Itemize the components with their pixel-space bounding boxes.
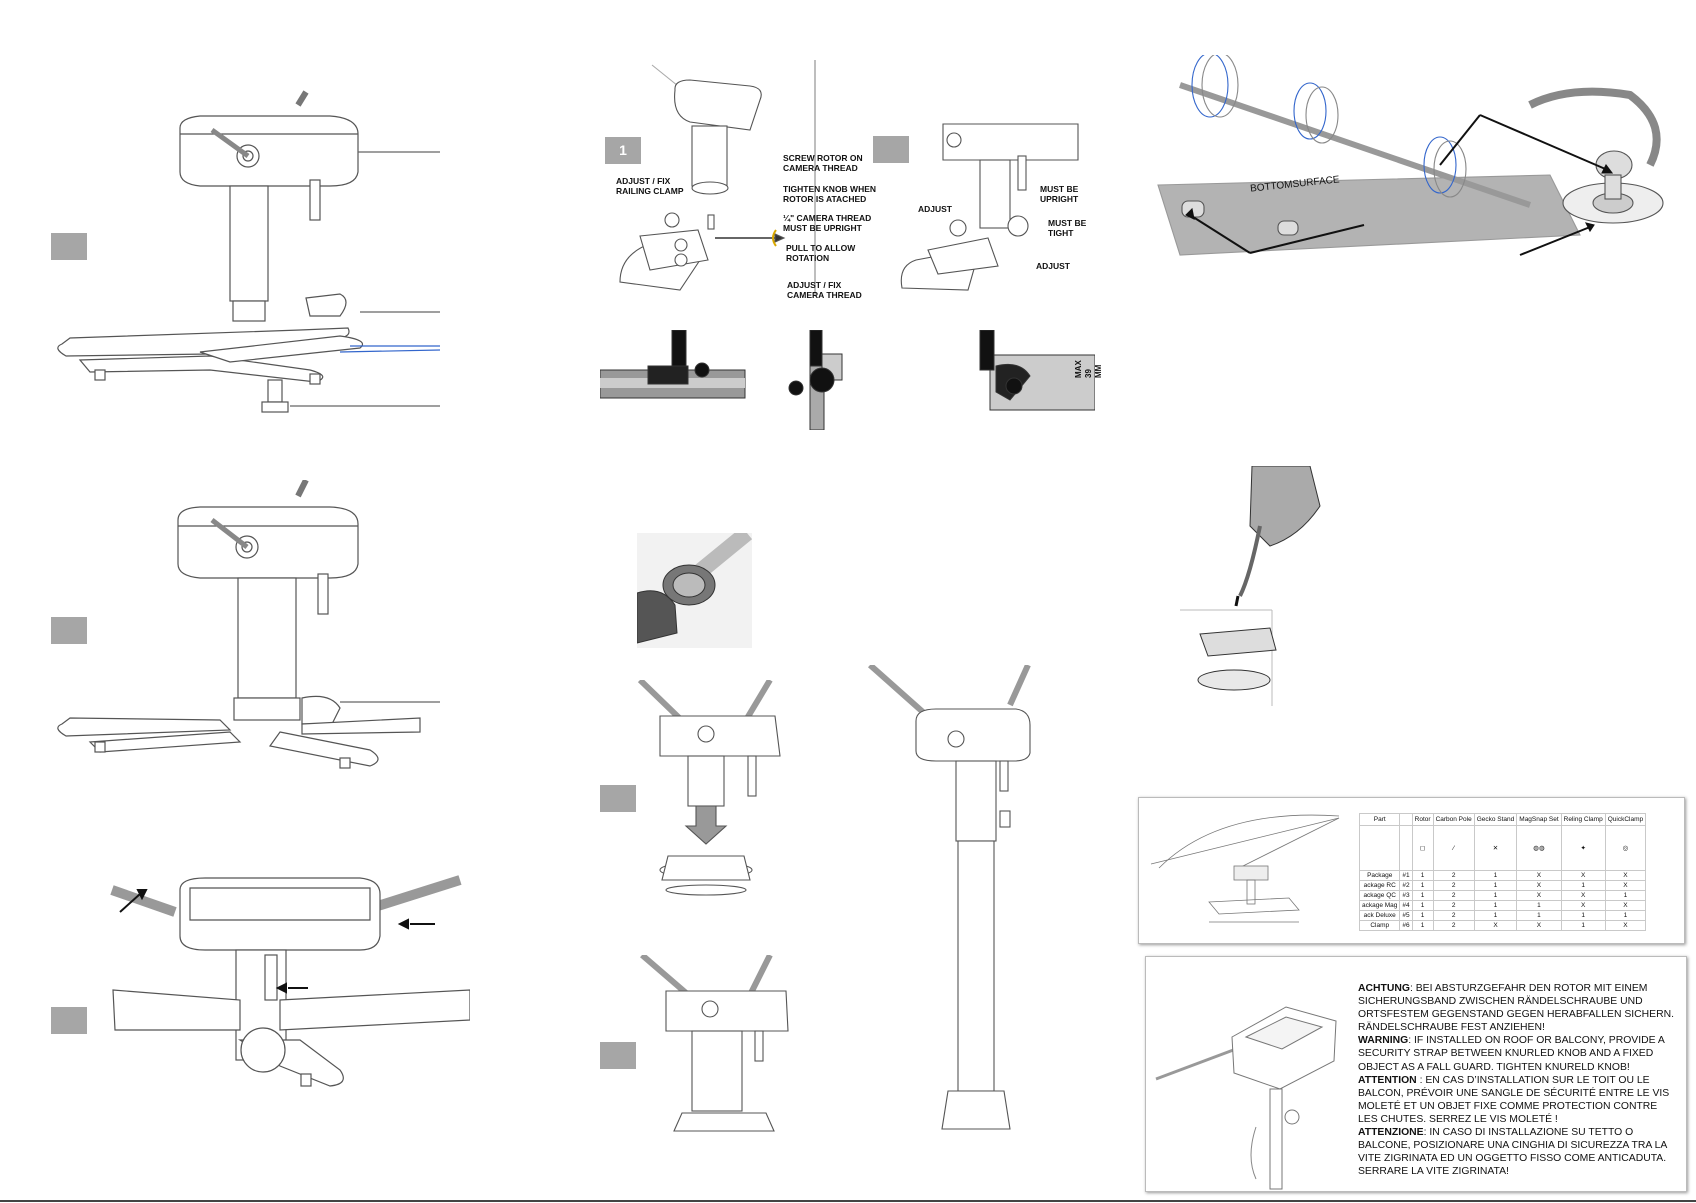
- step-badge: [51, 617, 87, 644]
- package-contents-box: Part Rotor Carbon Pole Gecko Stand MagSn…: [1138, 797, 1685, 944]
- step-badge: [600, 1042, 636, 1069]
- rotor-mount-closeup: [110, 875, 470, 1087]
- bolt-closeup-photo: [637, 533, 752, 648]
- rail-clamp-detail-illustration: [900, 123, 1079, 291]
- clamp-photos: Max 39 mm: [600, 330, 1103, 430]
- assembly-socket-drawing: [600, 680, 800, 900]
- safety-warning-box: ACHTUNG: BEI ABSTURZGEFAHR DEN ROTOR MIT…: [1145, 956, 1687, 1192]
- step-badge: [51, 1007, 87, 1034]
- header-carbon-pole: Carbon Pole: [1432, 813, 1475, 826]
- rotor-on-pole-illustration: [868, 665, 1031, 1130]
- table-header-row: Part Rotor Carbon Pole Gecko Stand MagSn…: [1358, 813, 1647, 826]
- screwdriver-illustration: [1180, 466, 1321, 706]
- magnet-mount-diagram: BOTTOMSURFACE: [1150, 55, 1690, 265]
- warning-text: ACHTUNG: BEI ABSTURZGEFAHR DEN ROTOR MIT…: [1358, 982, 1676, 1178]
- assembled-socket-drawing: [600, 955, 800, 1140]
- rotor-assembled-illustration: [57, 480, 440, 769]
- instruction-step2: ADJUST MUST BE UPRIGHT MUST BE TIGHT ADJ…: [868, 118, 1088, 318]
- label-screw-rotor: SCREW ROTOR ON CAMERA THREAD: [783, 153, 863, 173]
- clamp-photo-strip: [600, 330, 1095, 430]
- pole-stand-drawing: [860, 665, 1060, 1145]
- warning-de: ACHTUNG: BEI ABSTURZGEFAHR DEN ROTOR MIT…: [1358, 983, 1675, 1034]
- step-number-badge: 1: [605, 137, 641, 164]
- rotor-icon: ◻: [1411, 825, 1434, 871]
- header-number: [1399, 813, 1413, 826]
- label-adjust-2: ADJUST: [1036, 261, 1071, 271]
- table-icon-row: ◻ ⁄ ✕ ◍◍ ✦ ◎: [1358, 825, 1647, 871]
- page-bottom-rule: [0, 1200, 1696, 1202]
- rotor-safety-strap-illustration: [1155, 1006, 1337, 1190]
- instruction-step1: 1 SCREW ROTOR ON CAMERA THREAD ADJUST / …: [600, 60, 890, 310]
- magsnap-icon: ◍◍: [1516, 825, 1562, 871]
- rotor-in-socket-illustration: [640, 955, 789, 1132]
- header-part: Part: [1358, 813, 1401, 826]
- step-badge: [600, 785, 636, 812]
- label-tighten-knob: TIGHTEN KNOB WHEN ROTOR IS ATACHED: [783, 184, 877, 204]
- rotor-into-socket-illustration: [637, 680, 781, 896]
- step-badge: [51, 233, 87, 260]
- header-rotor: Rotor: [1411, 813, 1434, 826]
- warning-it: ATTENZIONE: IN CASO DI INSTALLAZIONE SU …: [1358, 1127, 1667, 1178]
- assembly-drawing-bottom: [40, 870, 470, 1170]
- label-pull-rotation: PULL TO ALLOW ROTATION: [786, 243, 856, 263]
- arrows: [119, 889, 435, 994]
- rotor-dimensions-illustration: [1150, 814, 1340, 923]
- rotor-exploded-illustration: [57, 90, 440, 413]
- gecko-stand-icon: ✕: [1473, 825, 1518, 871]
- header-reling-clamp: Reling Clamp: [1560, 813, 1606, 826]
- header-magsnap-set: MagSnap Set: [1516, 813, 1562, 826]
- label-max-width: Max 39 mm: [1074, 360, 1103, 378]
- rail-clamp-rotor-illustration: [619, 60, 816, 295]
- header-gecko-stand: Gecko Stand: [1473, 813, 1518, 826]
- label-must-upright: MUST BE UPRIGHT: [1040, 184, 1079, 204]
- warning-fr: ATTENTION : EN CAS D’INSTALLATION SUR LE…: [1358, 1074, 1670, 1125]
- screwdriver-photo: [1180, 466, 1340, 706]
- label-adjust-railing: ADJUST / FIX RAILING CLAMP: [616, 176, 684, 196]
- label-adjust-camera: ADJUST / FIX CAMERA THREAD: [787, 280, 862, 300]
- reling-clamp-icon: ✦: [1560, 825, 1606, 871]
- bottom-surface-illustration: [1157, 55, 1664, 256]
- label-must-tight: MUST BE TIGHT: [1048, 218, 1087, 238]
- carbon-pole-icon: ⁄: [1432, 825, 1475, 871]
- warning-en: WARNING: IF INSTALLED ON ROOF OR BALCONY…: [1358, 1035, 1665, 1073]
- assembly-drawing-top: [40, 90, 440, 420]
- quickclamp-icon: ◎: [1604, 825, 1647, 871]
- label-adjust: ADJUST: [918, 204, 953, 214]
- label-camera-thread: ¼" CAMERA THREAD MUST BE UPRIGHT: [783, 213, 872, 233]
- assembly-drawing-middle: [40, 480, 440, 770]
- step-badge: [873, 136, 909, 163]
- bolt-photo: [637, 533, 752, 648]
- header-quickclamp: QuickClamp: [1604, 813, 1647, 826]
- package-contents-table: Part Rotor Carbon Pole Gecko Stand MagSn…: [1358, 813, 1647, 931]
